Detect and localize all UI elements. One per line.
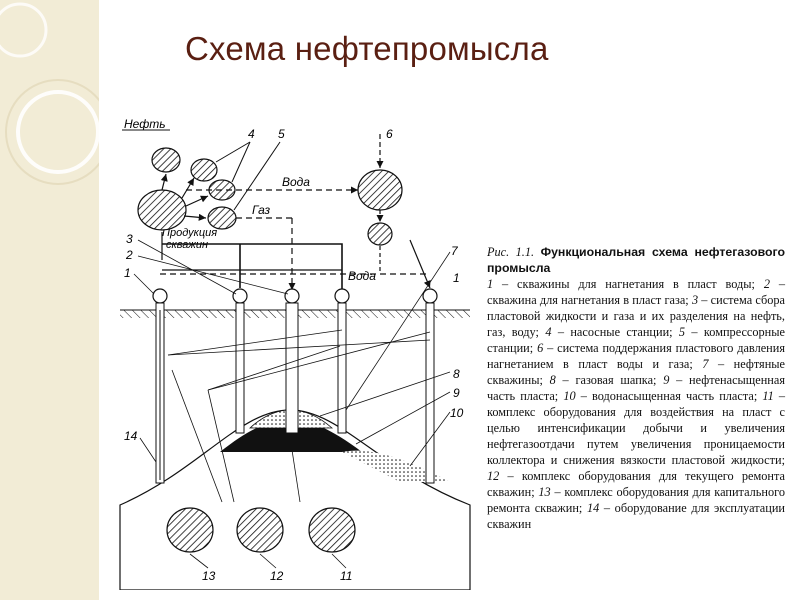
caption-item-number: 6: [537, 341, 544, 355]
caption-item-text: – комплекс оборудования для воздействия …: [487, 389, 785, 467]
caption-item: 5 – компрессорные станции;: [487, 325, 785, 355]
caption-item-text: – система сбора пластовой жидкости и газ…: [487, 293, 785, 339]
compressor-station-circle: [207, 206, 237, 230]
separation-system-circle: [137, 189, 187, 231]
caption-item-text: – оборудование для эксплуатации скважин: [487, 501, 785, 531]
label-water-lower: Вода: [348, 269, 376, 283]
oilfield-schematic: Нефть Вода Газ Продукция скважин Вода 4 …: [119, 117, 471, 591]
caption-item: 3 – система сбора пластовой жидкости и г…: [487, 293, 785, 339]
caption-item-text: – комплекс оборудования для капитального…: [487, 485, 785, 515]
caption-item-text: – комплекс оборудования для текущего рем…: [487, 469, 785, 499]
caption-item: 1 – скважины для нагнетания в пласт воды…: [487, 277, 764, 291]
caption-item: 7 – нефтяные скважины;: [487, 357, 785, 387]
label-gas: Газ: [252, 203, 271, 217]
oil-tank-circle: [151, 147, 181, 173]
num-1-left: 1: [124, 266, 131, 280]
caption-item-number: 10: [563, 389, 576, 403]
caption-item: 10 – водонасыщенная часть пласта;: [563, 389, 762, 403]
caption-item-text: – водонасыщенная часть пласта;: [575, 389, 763, 403]
num-10: 10: [450, 406, 464, 420]
caption-item-number: 14: [586, 501, 600, 515]
water-zone: [342, 450, 450, 482]
caption-item-text: – нефтяные скважины;: [487, 357, 785, 387]
caption-item-text: – скважины для нагнетания в пласт воды;: [493, 277, 764, 291]
num-7: 7: [451, 244, 459, 258]
caption-item: 13 – комплекс оборудования для капитальн…: [487, 485, 785, 515]
well-7: [334, 288, 350, 434]
major-repair-equipment-circle: [166, 507, 214, 553]
caption-item-number: 12: [487, 469, 500, 483]
left-decorative-band: [0, 0, 111, 600]
caption-item: 11 – комплекс оборудования для воздейств…: [487, 389, 785, 467]
label-water-top: Вода: [282, 175, 310, 189]
num-9: 9: [453, 386, 460, 400]
slide-title: Схема нефтепромысла: [185, 30, 549, 67]
caption-heading: Рис. 1.1. Функциональная схема нефтегазо…: [487, 244, 785, 276]
num-5: 5: [278, 127, 285, 141]
caption-item-number: 4: [545, 325, 552, 339]
num-4: 4: [248, 127, 255, 141]
pump-station-circle-a: [190, 158, 218, 182]
caption-item: 2 – скважина для нагнетания в пласт газа…: [487, 277, 785, 307]
well-1-right: [422, 288, 438, 484]
caption-item-text: – нефтенасыщенная часть пласта;: [487, 373, 785, 403]
well-1-left: [152, 288, 168, 484]
caption-fig-title: Функциональная схема нефтегазового промы…: [487, 245, 786, 275]
caption-items: 1 – скважины для нагнетания в пласт воды…: [487, 277, 785, 531]
well-3: [232, 288, 248, 434]
reservoir-stimulation-equipment-circle: [308, 507, 356, 553]
num-1-right: 1: [453, 271, 460, 285]
num-13: 13: [202, 569, 216, 583]
current-repair-equipment-circle: [236, 507, 284, 553]
pressure-system-small-circle: [367, 222, 393, 246]
caption-item-number: 13: [538, 485, 551, 499]
num-6: 6: [386, 127, 393, 141]
caption-item-text: – скважина для нагнетания в пласт газа;: [487, 277, 785, 307]
caption-item-number: 1: [487, 277, 494, 291]
caption-fig-label: Рис. 1.1.: [487, 245, 535, 259]
num-12: 12: [270, 569, 284, 583]
pressure-system-circle: [357, 169, 403, 211]
caption-item: 8 – газовая шапка;: [550, 373, 664, 387]
caption-item-number: 3: [691, 293, 699, 307]
figure-caption: Рис. 1.1. Функциональная схема нефтегазо…: [487, 244, 785, 532]
oilfield-diagram: Нефть Вода Газ Продукция скважин Вода 4 …: [110, 110, 480, 591]
caption-item-number: 2: [763, 277, 770, 291]
oil-saturated-zone: [220, 420, 362, 452]
num-2: 2: [125, 248, 133, 262]
caption-item-text: – насосные станции;: [551, 325, 679, 339]
label-oil: Нефть: [124, 117, 166, 131]
caption-item-number: 8: [549, 373, 556, 387]
caption-item-text: – газовая шапка;: [555, 373, 664, 387]
caption-item-number: 9: [663, 373, 670, 387]
caption-item-number: 11: [762, 389, 774, 403]
num-14: 14: [124, 429, 138, 443]
num-11: 11: [340, 569, 352, 583]
num-3: 3: [126, 232, 133, 246]
label-production: Продукция: [162, 227, 217, 239]
num-8: 8: [453, 367, 460, 381]
label-wells: скважин: [166, 239, 208, 251]
caption-item: 14 – оборудование для эксплуатации скваж…: [487, 501, 785, 531]
caption-item: 4 – насосные станции;: [545, 325, 679, 339]
well-2: [284, 288, 300, 434]
caption-item-text: – компрессорные станции;: [487, 325, 785, 355]
decorative-circles: [0, 2, 111, 185]
caption-item: 9 – нефтенасыщенная часть пласта;: [487, 373, 785, 403]
wells-group: [152, 288, 438, 484]
caption-item-number: 7: [702, 357, 709, 371]
caption-item-number: 5: [678, 325, 686, 339]
caption-item: 6 – система поддержания пластового давле…: [487, 341, 785, 371]
caption-item-text: – система поддержания пластового давлени…: [487, 341, 785, 371]
caption-item: 12 – комплекс оборудования для текущего …: [487, 469, 785, 499]
